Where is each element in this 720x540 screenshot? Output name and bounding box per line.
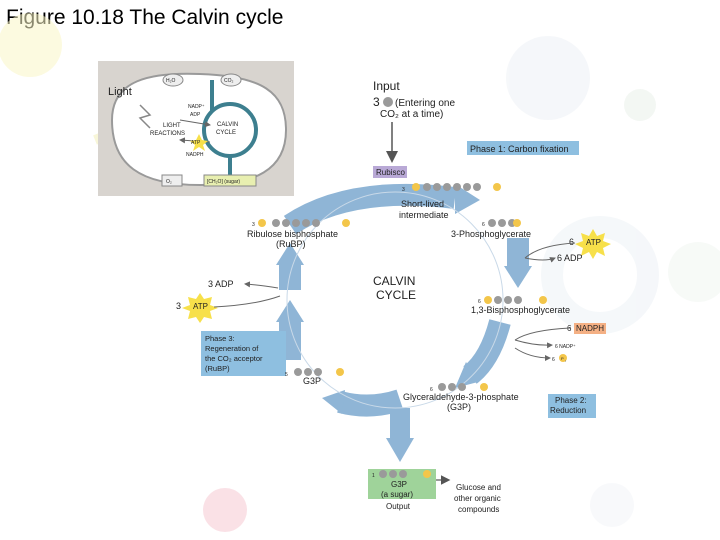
g3p5-molecule	[294, 368, 344, 376]
pga-count: 6	[482, 222, 485, 228]
g3p5-count: 5	[285, 372, 288, 378]
g3p6-molecule	[438, 383, 488, 391]
output-count: 1	[372, 473, 375, 479]
adp3-label: 3 ADP	[208, 279, 234, 289]
pga-molecule	[488, 219, 521, 227]
output-sugar-label: (a sugar)	[381, 490, 413, 499]
output-g3p-label: G3P	[391, 480, 407, 489]
atp3-label: ATP	[193, 302, 208, 311]
co2-carbon-icon	[383, 97, 393, 107]
overview-light-label: Light	[108, 86, 132, 98]
overview-calvin-label-2: CYCLE	[216, 130, 236, 136]
overview-nadp-label: NADP⁺	[188, 104, 205, 110]
overview-light-reactions-label-1: LIGHT	[163, 123, 181, 129]
phase3-line-4: (RuBP)	[205, 364, 230, 373]
intermediate-count: 3	[402, 187, 405, 193]
nadph6-label: NADPH	[576, 324, 604, 333]
phase1-label: Phase 1: Carbon fixation	[470, 144, 569, 154]
rubp-molecule	[258, 219, 350, 227]
phase1-box	[467, 141, 579, 155]
phase2-line-1: Phase 2:	[555, 396, 587, 405]
phase2-line-2: Reduction	[550, 406, 586, 415]
input-label: Input	[373, 79, 400, 93]
intermediate-molecule	[412, 183, 501, 191]
cycle-arrows	[276, 183, 532, 462]
bpg-count: 6	[478, 299, 481, 305]
overview-light-reactions-label-2: REACTIONS	[150, 131, 185, 137]
center-calvin-2: CYCLE	[376, 288, 416, 302]
short-lived-label-2: intermediate	[399, 210, 449, 220]
input-count: 3	[373, 95, 380, 109]
phase3-line-3: the CO₂ acceptor	[205, 354, 263, 363]
g3p6-label-2: (G3P)	[447, 402, 471, 412]
overview-o2-label: O₂	[166, 179, 172, 185]
g3p6-count: 6	[430, 387, 433, 393]
center-calvin-1: CALVIN	[373, 274, 415, 288]
pga-label: 3-Phosphoglycerate	[451, 229, 531, 239]
bpg-label: 1,3-Bisphosphoglycerate	[471, 305, 570, 315]
overview-h2o-label: H₂O	[166, 78, 176, 84]
short-lived-label-1: Short-lived	[401, 199, 444, 209]
overview-co2-label: CO₂	[224, 78, 234, 84]
overview-calvin-label-1: CALVIN	[217, 122, 238, 128]
input-co2-line: CO₂ at a time)	[380, 109, 443, 120]
output-label: Output	[386, 502, 411, 511]
output-g3p-molecule	[379, 470, 431, 478]
phase2-box	[548, 394, 596, 418]
atp3-star-icon	[182, 293, 218, 323]
phase3-box	[201, 331, 286, 376]
overview-sugar-label: [CH₂O] (sugar)	[207, 179, 240, 185]
nadp6-label: 6 NADP⁺	[555, 344, 576, 350]
overview-nadph-label: NADPH	[186, 152, 204, 158]
atp3-count: 3	[176, 301, 181, 311]
rubp-count: 3	[252, 222, 255, 228]
overview-atp-label: ATP	[191, 140, 201, 146]
input-entering: (Entering one	[395, 98, 455, 109]
atp6-star-icon	[575, 229, 611, 259]
overview-inset: Light H₂O CO₂ NADP⁺ ADP LIGHT REACTIONS …	[98, 61, 294, 196]
bpg-molecule	[484, 296, 547, 304]
phase3-line-1: Phase 3:	[205, 334, 235, 343]
phase3-line-2: Regeneration of	[205, 344, 259, 353]
g3p5-label: G3P	[303, 376, 321, 386]
nadph-box	[574, 323, 606, 334]
rubp-label-2: (RuBP)	[276, 239, 306, 249]
overview-adp-label: ADP	[190, 112, 201, 118]
pi6-count: 6	[552, 357, 555, 363]
rubisco-label: Rubisco	[376, 168, 405, 177]
glucose-line-1: Glucose and	[456, 483, 501, 492]
pi-phosphate-icon	[559, 354, 567, 362]
pi-subscript: i	[565, 359, 566, 363]
glucose-line-3: compounds	[458, 505, 499, 514]
rubp-label-1: Ribulose bisphosphate	[247, 229, 338, 239]
rubisco-box	[373, 166, 407, 178]
g3p6-label-1: Glyceraldehyde-3-phosphate	[403, 392, 519, 402]
atp6-count: 6	[569, 237, 574, 247]
adp6-label: 6 ADP	[557, 253, 583, 263]
glucose-line-2: other organic	[454, 494, 501, 503]
pi-label: P	[561, 356, 564, 361]
figure-title: Figure 10.18 The Calvin cycle	[6, 6, 284, 29]
atp6-label: ATP	[586, 238, 601, 247]
